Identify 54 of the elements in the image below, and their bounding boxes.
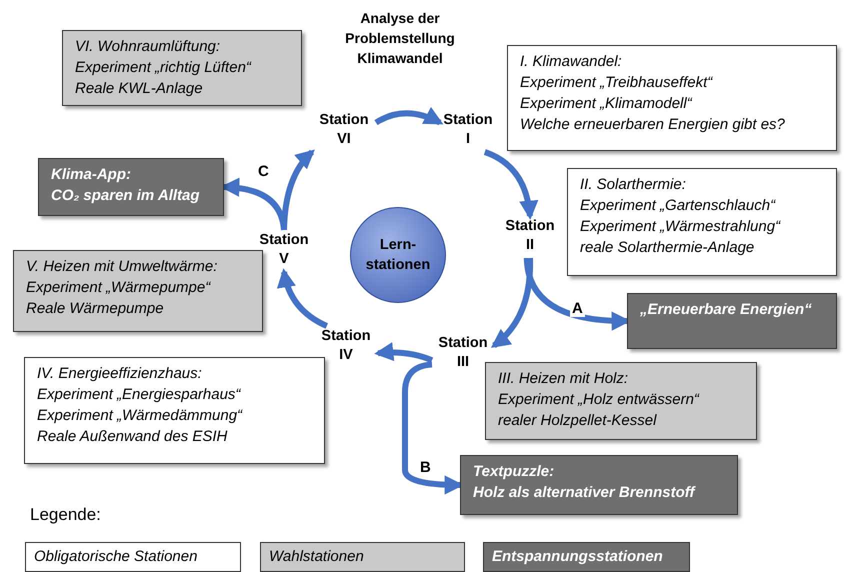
card-heading: III. Heizen mit Holz: xyxy=(498,369,630,389)
station-label: Station I xyxy=(440,110,496,152)
card-heading: I. Klimawandel: xyxy=(520,52,623,72)
station-label: Station III xyxy=(432,333,494,375)
card-heading: „Erneuerbare Energien“ xyxy=(640,300,813,320)
station-label: Station VI xyxy=(312,110,376,152)
card-heading: Klima-App: xyxy=(51,165,132,185)
arrow xyxy=(374,342,434,364)
station-card xyxy=(38,158,224,216)
card-text: CO₂ sparen im Alltag xyxy=(51,186,201,206)
card-text: reale Solarthermie-Anlage xyxy=(580,238,756,258)
card-text: Holz als alternativer Brennstoff xyxy=(473,483,697,503)
station-card xyxy=(485,362,757,440)
card-text: Experiment „Wärmedämmung“ xyxy=(37,406,244,426)
circle-label: Lern- stationen xyxy=(364,236,432,275)
card-text: Experiment „Klimamodell“ xyxy=(520,94,694,114)
arrow xyxy=(491,258,534,348)
arrow xyxy=(484,149,538,220)
card-heading: II. Solarthermie: xyxy=(580,175,687,195)
station-card xyxy=(460,455,738,515)
card-text: Experiment „Wärmepumpe“ xyxy=(26,278,212,298)
arrow xyxy=(374,107,444,126)
legend-heading: Legende: xyxy=(30,505,101,525)
station-card xyxy=(24,357,325,464)
arrow xyxy=(278,268,328,329)
station-label: Station V xyxy=(253,230,315,272)
card-text: Reale Wärmepumpe xyxy=(26,299,165,319)
station-card xyxy=(567,168,837,276)
card-heading: IV. Energieeffizienzhaus: xyxy=(37,364,203,384)
card-text: Experiment „Treibhauseffekt“ xyxy=(520,73,714,93)
legend-entry: Wahlstationen xyxy=(260,542,465,572)
station-card xyxy=(507,45,837,151)
legend-entry: Entspannungsstationen xyxy=(483,542,690,572)
edge-label: A xyxy=(570,301,585,317)
card-text: Reale Außenwand des ESIH xyxy=(37,427,228,447)
title: Analyse der Problemstellung Klimawandel xyxy=(344,9,456,68)
arrow xyxy=(281,149,315,230)
station-label: Station IV xyxy=(314,326,378,368)
card-text: Experiment „richtig Lüften“ xyxy=(75,58,252,78)
card-text: Experiment „Energiesparhaus“ xyxy=(37,385,242,405)
station-card xyxy=(62,30,302,106)
card-text: Experiment „Holz entwässern“ xyxy=(498,390,700,410)
card-text: Reale KWL-Anlage xyxy=(75,79,204,99)
station-card xyxy=(13,250,263,332)
card-text: realer Holzpellet-Kessel xyxy=(498,411,658,431)
card-text: Welche erneuerbaren Energien gibt es? xyxy=(520,115,786,135)
card-heading: V. Heizen mit Umweltwärme: xyxy=(26,257,218,277)
legend-entry: Obligatorische Stationen xyxy=(25,542,241,572)
card-heading: Textpuzzle: xyxy=(473,462,556,482)
card-heading: VI. Wohnraumlüftung: xyxy=(75,37,222,57)
card-text: Experiment „Gartenschlauch“ xyxy=(580,196,777,216)
card-text: Experiment „Wärmestrahlung“ xyxy=(580,217,782,237)
station-label: Station II xyxy=(498,216,562,258)
station-card xyxy=(627,293,837,349)
